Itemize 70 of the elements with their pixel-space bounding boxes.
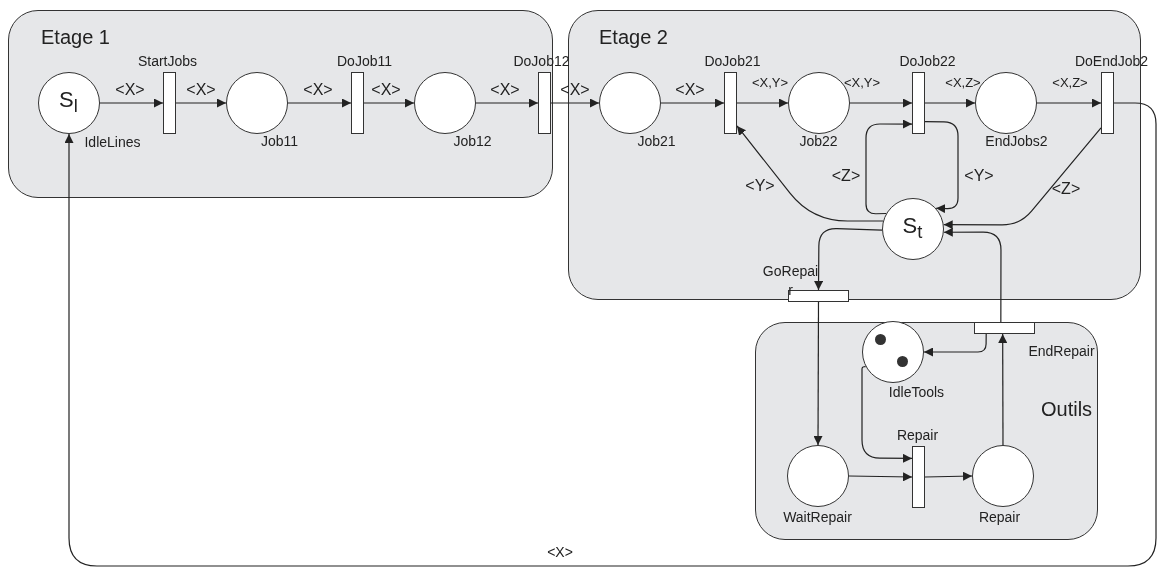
arc-arrow (475, 98, 539, 108)
arc-arrow (814, 228, 883, 291)
node-caption: Job22 (799, 133, 838, 150)
arc-arrow (943, 127, 1102, 230)
edge-label: <X> (115, 82, 145, 98)
arc-arrow (550, 98, 600, 108)
group-title: Etage 2 (599, 26, 668, 49)
arc-arrow (1036, 98, 1102, 108)
transition-bar (973, 321, 1035, 334)
group-panel (755, 322, 1098, 540)
edge-label: <Y> (964, 168, 994, 184)
arc-arrow (363, 98, 415, 108)
arc-arrow (736, 98, 789, 108)
node-caption: EndJobs2 (985, 133, 1048, 150)
edge-label: <X,Y> (751, 75, 789, 89)
group-title: Etage 1 (41, 26, 110, 49)
edge-label: <X,Z> (945, 75, 981, 89)
edge-label: <X> (490, 82, 520, 98)
transition-bar (1100, 71, 1114, 134)
node-caption: Repair (896, 427, 939, 444)
group-title: Outils (1041, 398, 1093, 421)
node-caption: DoJob21 (704, 53, 761, 70)
edge-label: <X,Z> (1052, 75, 1088, 89)
transition-bar (911, 445, 925, 508)
transition-bar (537, 71, 551, 134)
node-caption: IdleTools (888, 384, 945, 401)
node-caption: IdleLines (84, 134, 141, 151)
arc-arrow (287, 98, 352, 108)
edge-label: <X> (303, 82, 333, 98)
edge-label: <Z> (1051, 181, 1081, 197)
edge-label: <Z> (831, 168, 861, 184)
node-caption: EndRepair (1028, 343, 1095, 360)
edge-label: <X,Y> (843, 75, 881, 89)
transition-bar (162, 71, 176, 134)
node-caption: Job11 (260, 133, 299, 150)
node-caption: DoJob11 (337, 53, 392, 70)
arc-arrow (849, 98, 913, 108)
transition-bar (787, 289, 849, 302)
arc-arrow (924, 98, 976, 108)
transition-bar (350, 71, 364, 134)
arc-arrow (924, 121, 959, 214)
edge-label: <X> (547, 545, 573, 559)
transition-bar (911, 71, 925, 134)
arc-arrow (924, 471, 973, 481)
transition-bar (723, 71, 737, 134)
edge-label: <X> (675, 82, 705, 98)
arc-arrow (923, 333, 987, 357)
arc-arrow (813, 301, 823, 446)
edge-label: <X> (371, 82, 401, 98)
edge-label: <X> (186, 82, 216, 98)
node-caption: Repair (978, 509, 1021, 526)
place-label: S$_{t}$ (902, 213, 923, 244)
arc-arrow (848, 472, 913, 482)
node-caption: DoJob22 (899, 53, 956, 70)
place-label: S$_{l}$ (59, 87, 78, 118)
arc-arrow (64, 102, 1157, 567)
arc-arrow (998, 333, 1008, 446)
arc-arrow (943, 227, 1002, 323)
arc-arrow (99, 98, 164, 108)
node-caption: StartJobs (137, 53, 198, 70)
arc-arrow (736, 125, 884, 222)
arc-arrow (660, 98, 725, 108)
node-caption: GoRepair (761, 261, 820, 300)
node-caption: WaitRepair (783, 509, 852, 526)
arc-arrow (861, 365, 913, 463)
arc-arrow (865, 119, 913, 215)
node-caption: Job21 (637, 133, 676, 150)
edge-label: <Y> (745, 178, 775, 194)
arc-arrow (175, 98, 227, 108)
node-caption: Job12 (453, 133, 492, 150)
